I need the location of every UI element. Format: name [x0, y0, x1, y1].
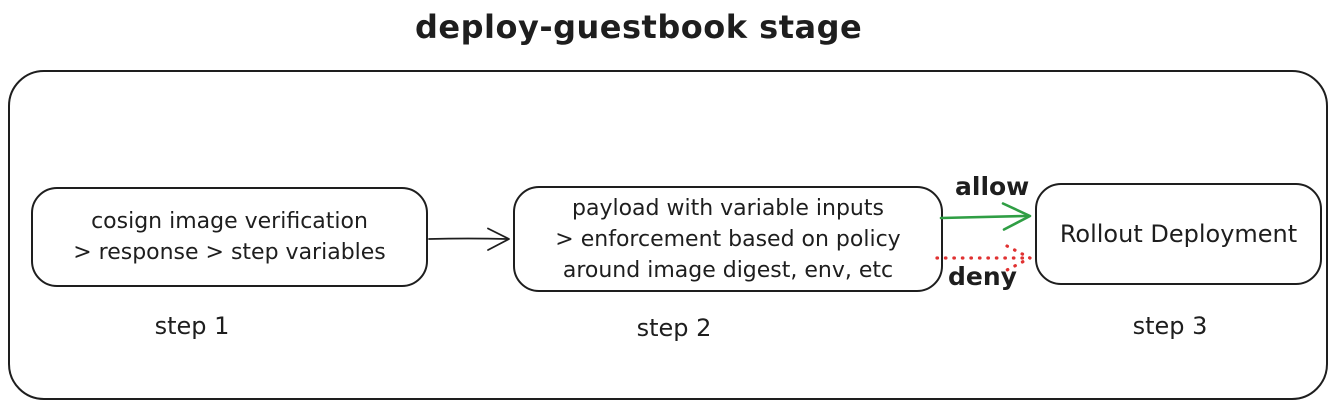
node-step2-line3: around image digest, env, etc	[562, 257, 894, 283]
stage-boundary	[8, 70, 1328, 400]
step2-label: step 2	[636, 314, 712, 342]
allow-edge-label: allow	[955, 172, 1030, 201]
node-step1-line2: > response > step variables	[73, 240, 386, 265]
diagram-title: deploy-guestbook stage	[415, 8, 863, 46]
node-step3: Rollout Deployment	[1035, 183, 1322, 285]
step3-label: step 3	[1132, 312, 1208, 340]
deny-edge-label: deny	[948, 262, 1017, 291]
node-step1: cosign image verification > response > s…	[31, 187, 428, 287]
node-step1-line1: cosign image verification	[91, 209, 368, 234]
step1-label: step 1	[154, 312, 230, 340]
node-step2-line1: payload with variable inputs	[572, 195, 884, 221]
node-step2-line2: > enforcement based on policy	[555, 226, 901, 252]
node-step3-line1: Rollout Deployment	[1059, 220, 1298, 248]
node-step2: payload with variable inputs > enforceme…	[513, 186, 943, 292]
